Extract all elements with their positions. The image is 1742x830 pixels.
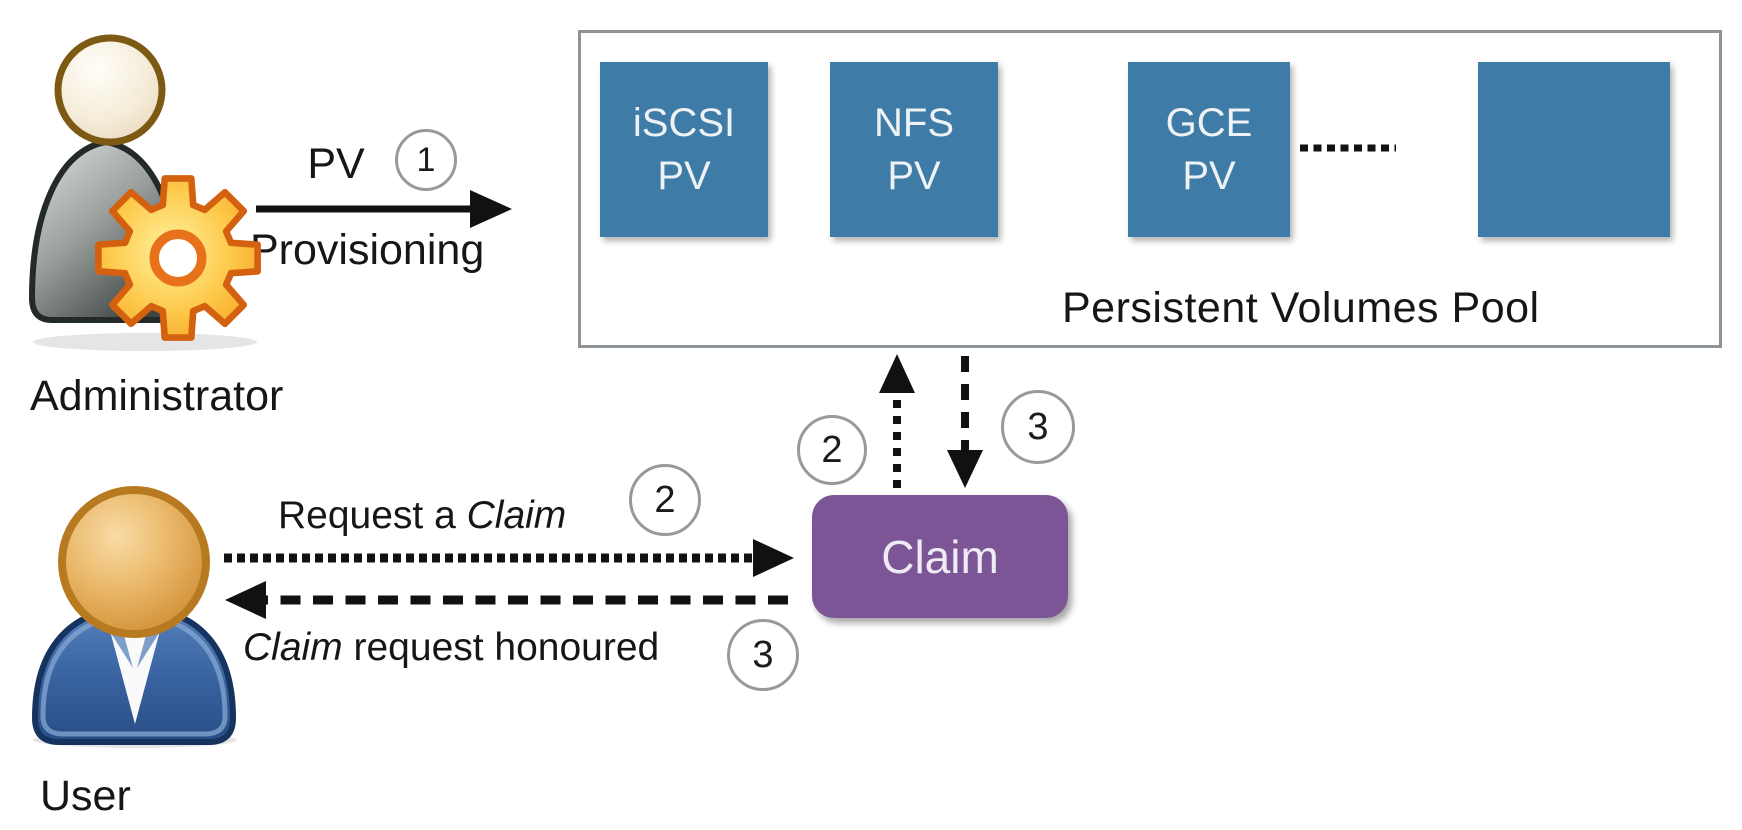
claim-honoured-arrow (225, 581, 788, 619)
pool-title: Persistent Volumes Pool (1062, 284, 1540, 332)
administrator-label: Administrator (30, 372, 284, 420)
step-badge-2-request: 2 (629, 464, 701, 536)
provisioning-arrow (256, 190, 512, 228)
step-badge-3-pool-to-claim: 3 (1001, 390, 1075, 464)
step-number: 1 (416, 140, 436, 179)
admin-shadow (33, 333, 257, 351)
admin-head (54, 34, 166, 146)
step-badge-3-honoured: 3 (727, 619, 799, 691)
step-badge-1-provision: 1 (395, 129, 457, 191)
user-head (58, 486, 210, 638)
claim-label: Claim (881, 530, 999, 583)
volume-label-line2: PV (887, 153, 941, 198)
claim-node: Claim (812, 495, 1068, 618)
honoured-label-text: request honoured (342, 626, 660, 669)
volume-generic-pv (1478, 62, 1670, 237)
volume-label-line1: NFS (874, 100, 954, 145)
step-number: 2 (821, 428, 843, 471)
pv-arrow-label-top: PV (307, 140, 365, 188)
volume-label-line2: PV (1182, 153, 1236, 198)
honoured-label-claim-italic: Claim (243, 626, 343, 669)
claim-to-pool-arrow (879, 354, 915, 488)
pv-arrow-label-bottom: Provisioning (250, 226, 485, 274)
request-label-text: Request a (278, 494, 467, 537)
step-badge-2-claim-to-pool: 2 (797, 415, 867, 485)
pool-to-claim-arrow (947, 356, 983, 488)
request-claim-label: Request a Claim (278, 494, 566, 538)
user-label: User (40, 772, 131, 820)
volume-label-line2: PV (657, 153, 711, 198)
volume-label-line1: iSCSI (632, 100, 736, 145)
volume-gce-pv: GCE PV (1128, 62, 1290, 237)
gear-icon (95, 175, 261, 341)
request-label-claim-italic: Claim (466, 494, 567, 537)
step-number: 3 (752, 633, 774, 676)
administrator-icon (28, 34, 261, 351)
volume-iscsi-pv: iSCSI PV (600, 62, 768, 237)
step-number: 3 (1027, 405, 1049, 448)
volume-label-line1: GCE (1165, 100, 1253, 145)
step-number: 2 (654, 478, 676, 521)
request-claim-arrow (224, 539, 794, 577)
volume-nfs-pv: NFS PV (830, 62, 998, 237)
claim-honoured-label: Claim request honoured (243, 626, 659, 670)
user-icon (31, 486, 237, 748)
